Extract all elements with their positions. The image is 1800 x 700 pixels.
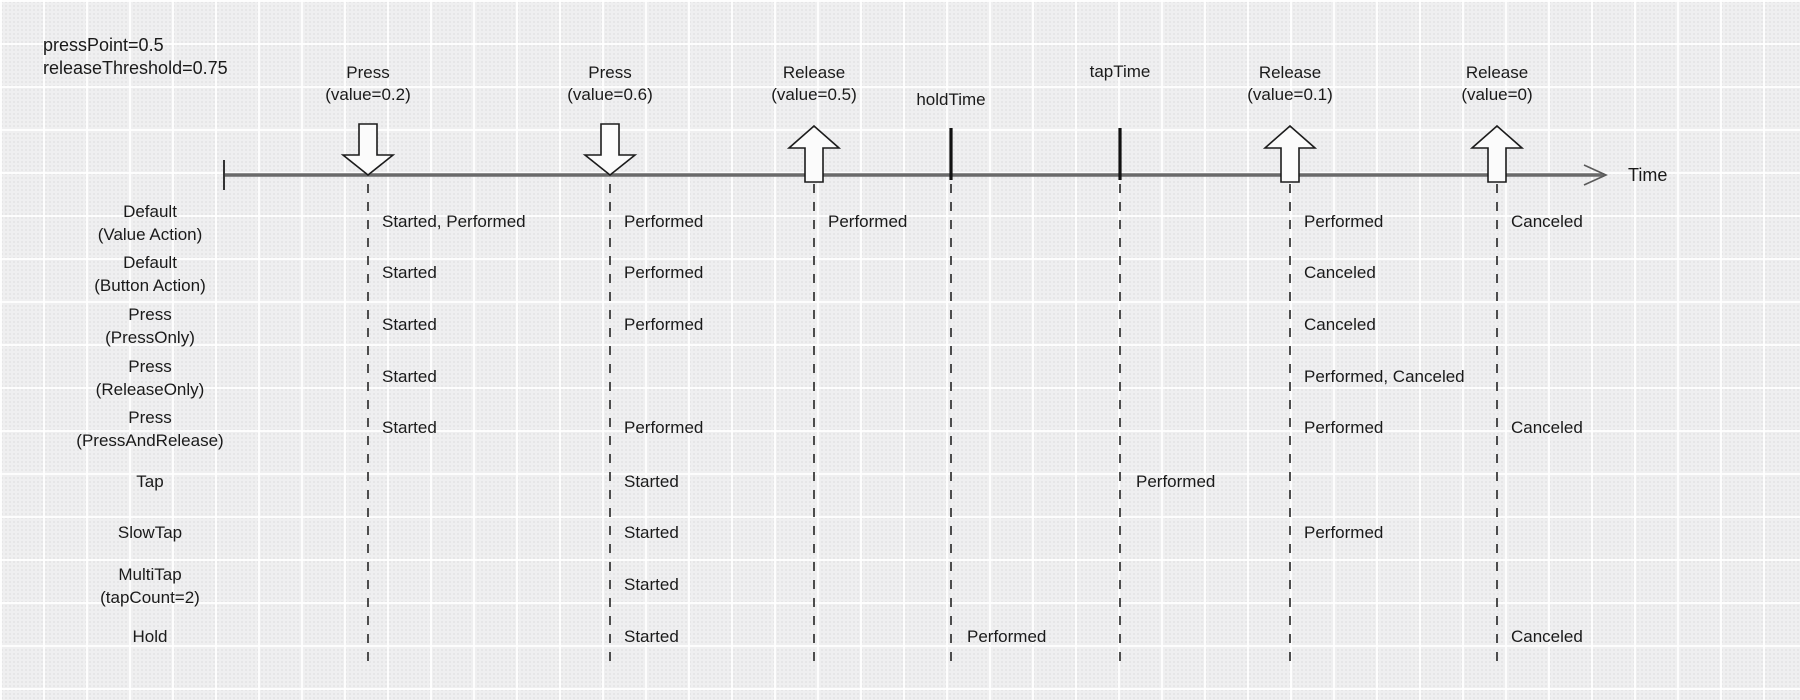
event-header-line1: Release bbox=[1258, 63, 1322, 82]
release-up-arrow-icon bbox=[786, 124, 842, 183]
phase-cell: Performed bbox=[967, 627, 1047, 646]
row-label-slowtap: SlowTap bbox=[20, 521, 280, 544]
row-label-line2: (tapCount=2) bbox=[100, 588, 200, 607]
phase-cell: Started bbox=[624, 627, 679, 646]
event-header-line2: (value=0) bbox=[1461, 85, 1533, 104]
config-annotation: pressPoint=0.5 releaseThreshold=0.75 bbox=[43, 34, 228, 80]
phase-cell: Started bbox=[624, 472, 679, 491]
press-down-arrow-icon bbox=[582, 123, 638, 177]
phase-cell: Started bbox=[382, 263, 437, 282]
event-header-line1: Release bbox=[782, 63, 846, 82]
event-header-line1: Release bbox=[1465, 63, 1529, 82]
press-down-arrow-icon bbox=[340, 123, 396, 177]
event-header-line2: (value=0.1) bbox=[1247, 85, 1333, 104]
event-header-line1: Press bbox=[346, 63, 390, 82]
phase-cell: Performed bbox=[624, 212, 704, 231]
release-up-arrow-icon bbox=[1469, 124, 1525, 183]
row-label-press-pressandrelease: Press (PressAndRelease) bbox=[20, 406, 280, 452]
phase-cell: Performed bbox=[1136, 472, 1216, 491]
config-press-point: pressPoint=0.5 bbox=[43, 35, 164, 55]
phase-cell: Started bbox=[624, 575, 679, 594]
event-header-release-0.5: Release (value=0.5) bbox=[704, 62, 924, 106]
row-label-line1: SlowTap bbox=[117, 523, 183, 542]
phase-cell: Started bbox=[382, 418, 437, 437]
event-header-line2: (value=0.2) bbox=[325, 85, 411, 104]
phase-cell: Performed bbox=[1304, 523, 1384, 542]
row-label-line1: MultiTap bbox=[118, 565, 182, 584]
row-label-line2: (PressOnly) bbox=[105, 328, 195, 347]
row-label-line2: (Value Action) bbox=[97, 225, 203, 244]
phase-cell: Canceled bbox=[1304, 263, 1376, 282]
row-label-line2: (Button Action) bbox=[94, 276, 206, 295]
event-header-line1: tapTime bbox=[1089, 62, 1151, 81]
phase-cell: Canceled bbox=[1511, 418, 1583, 437]
phase-cell: Started, Performed bbox=[382, 212, 526, 231]
row-label-press-releaseonly: Press (ReleaseOnly) bbox=[20, 355, 280, 401]
phase-cell: Started bbox=[624, 523, 679, 542]
phase-cell: Canceled bbox=[1511, 212, 1583, 231]
event-header-line2: (value=0.5) bbox=[771, 85, 857, 104]
phase-cell: Performed bbox=[1304, 212, 1384, 231]
row-label-default-value-action: Default (Value Action) bbox=[20, 200, 280, 246]
row-label-hold: Hold bbox=[20, 625, 280, 648]
event-header-release-0.1: Release (value=0.1) bbox=[1180, 62, 1400, 106]
phase-cell: Performed, Canceled bbox=[1304, 367, 1465, 386]
event-header-line1: Press bbox=[588, 63, 632, 82]
release-up-arrow-icon bbox=[1262, 124, 1318, 183]
row-label-line2: (PressAndRelease) bbox=[76, 431, 224, 450]
axis-arrowhead-icon bbox=[1583, 164, 1608, 186]
row-label-line1: Default bbox=[123, 202, 177, 221]
phase-cell: Canceled bbox=[1511, 627, 1583, 646]
phase-cell: Started bbox=[382, 367, 437, 386]
phase-cell: Started bbox=[382, 315, 437, 334]
row-label-line1: Hold bbox=[132, 627, 168, 646]
row-label-multitap: MultiTap (tapCount=2) bbox=[20, 563, 280, 609]
event-header-line1: holdTime bbox=[916, 90, 986, 109]
event-header-line2: (value=0.6) bbox=[567, 85, 653, 104]
time-axis-label: Time bbox=[1628, 165, 1668, 185]
config-release-threshold: releaseThreshold=0.75 bbox=[43, 58, 228, 78]
phase-cell: Performed bbox=[1304, 418, 1384, 437]
row-label-line1: Press bbox=[128, 408, 172, 427]
phase-cell: Performed bbox=[828, 212, 908, 231]
row-label-tap: Tap bbox=[20, 470, 280, 493]
row-label-line1: Tap bbox=[136, 472, 164, 491]
row-label-line1: Default bbox=[123, 253, 177, 272]
row-label-press-pressonly: Press (PressOnly) bbox=[20, 303, 280, 349]
event-header-tap-time: tapTime bbox=[1010, 61, 1230, 83]
phase-cell: Canceled bbox=[1304, 315, 1376, 334]
row-label-line1: Press bbox=[128, 357, 172, 376]
row-label-default-button-action: Default (Button Action) bbox=[20, 251, 280, 297]
phase-cell: Performed bbox=[624, 418, 704, 437]
event-header-hold-time: holdTime bbox=[841, 89, 1061, 111]
event-header-press-0.2: Press (value=0.2) bbox=[258, 62, 478, 106]
event-header-press-0.6: Press (value=0.6) bbox=[500, 62, 720, 106]
event-header-release-0: Release (value=0) bbox=[1387, 62, 1607, 106]
phase-cell: Performed bbox=[624, 263, 704, 282]
row-label-line1: Press bbox=[128, 305, 172, 324]
row-label-line2: (ReleaseOnly) bbox=[95, 380, 205, 399]
phase-cell: Performed bbox=[624, 315, 704, 334]
